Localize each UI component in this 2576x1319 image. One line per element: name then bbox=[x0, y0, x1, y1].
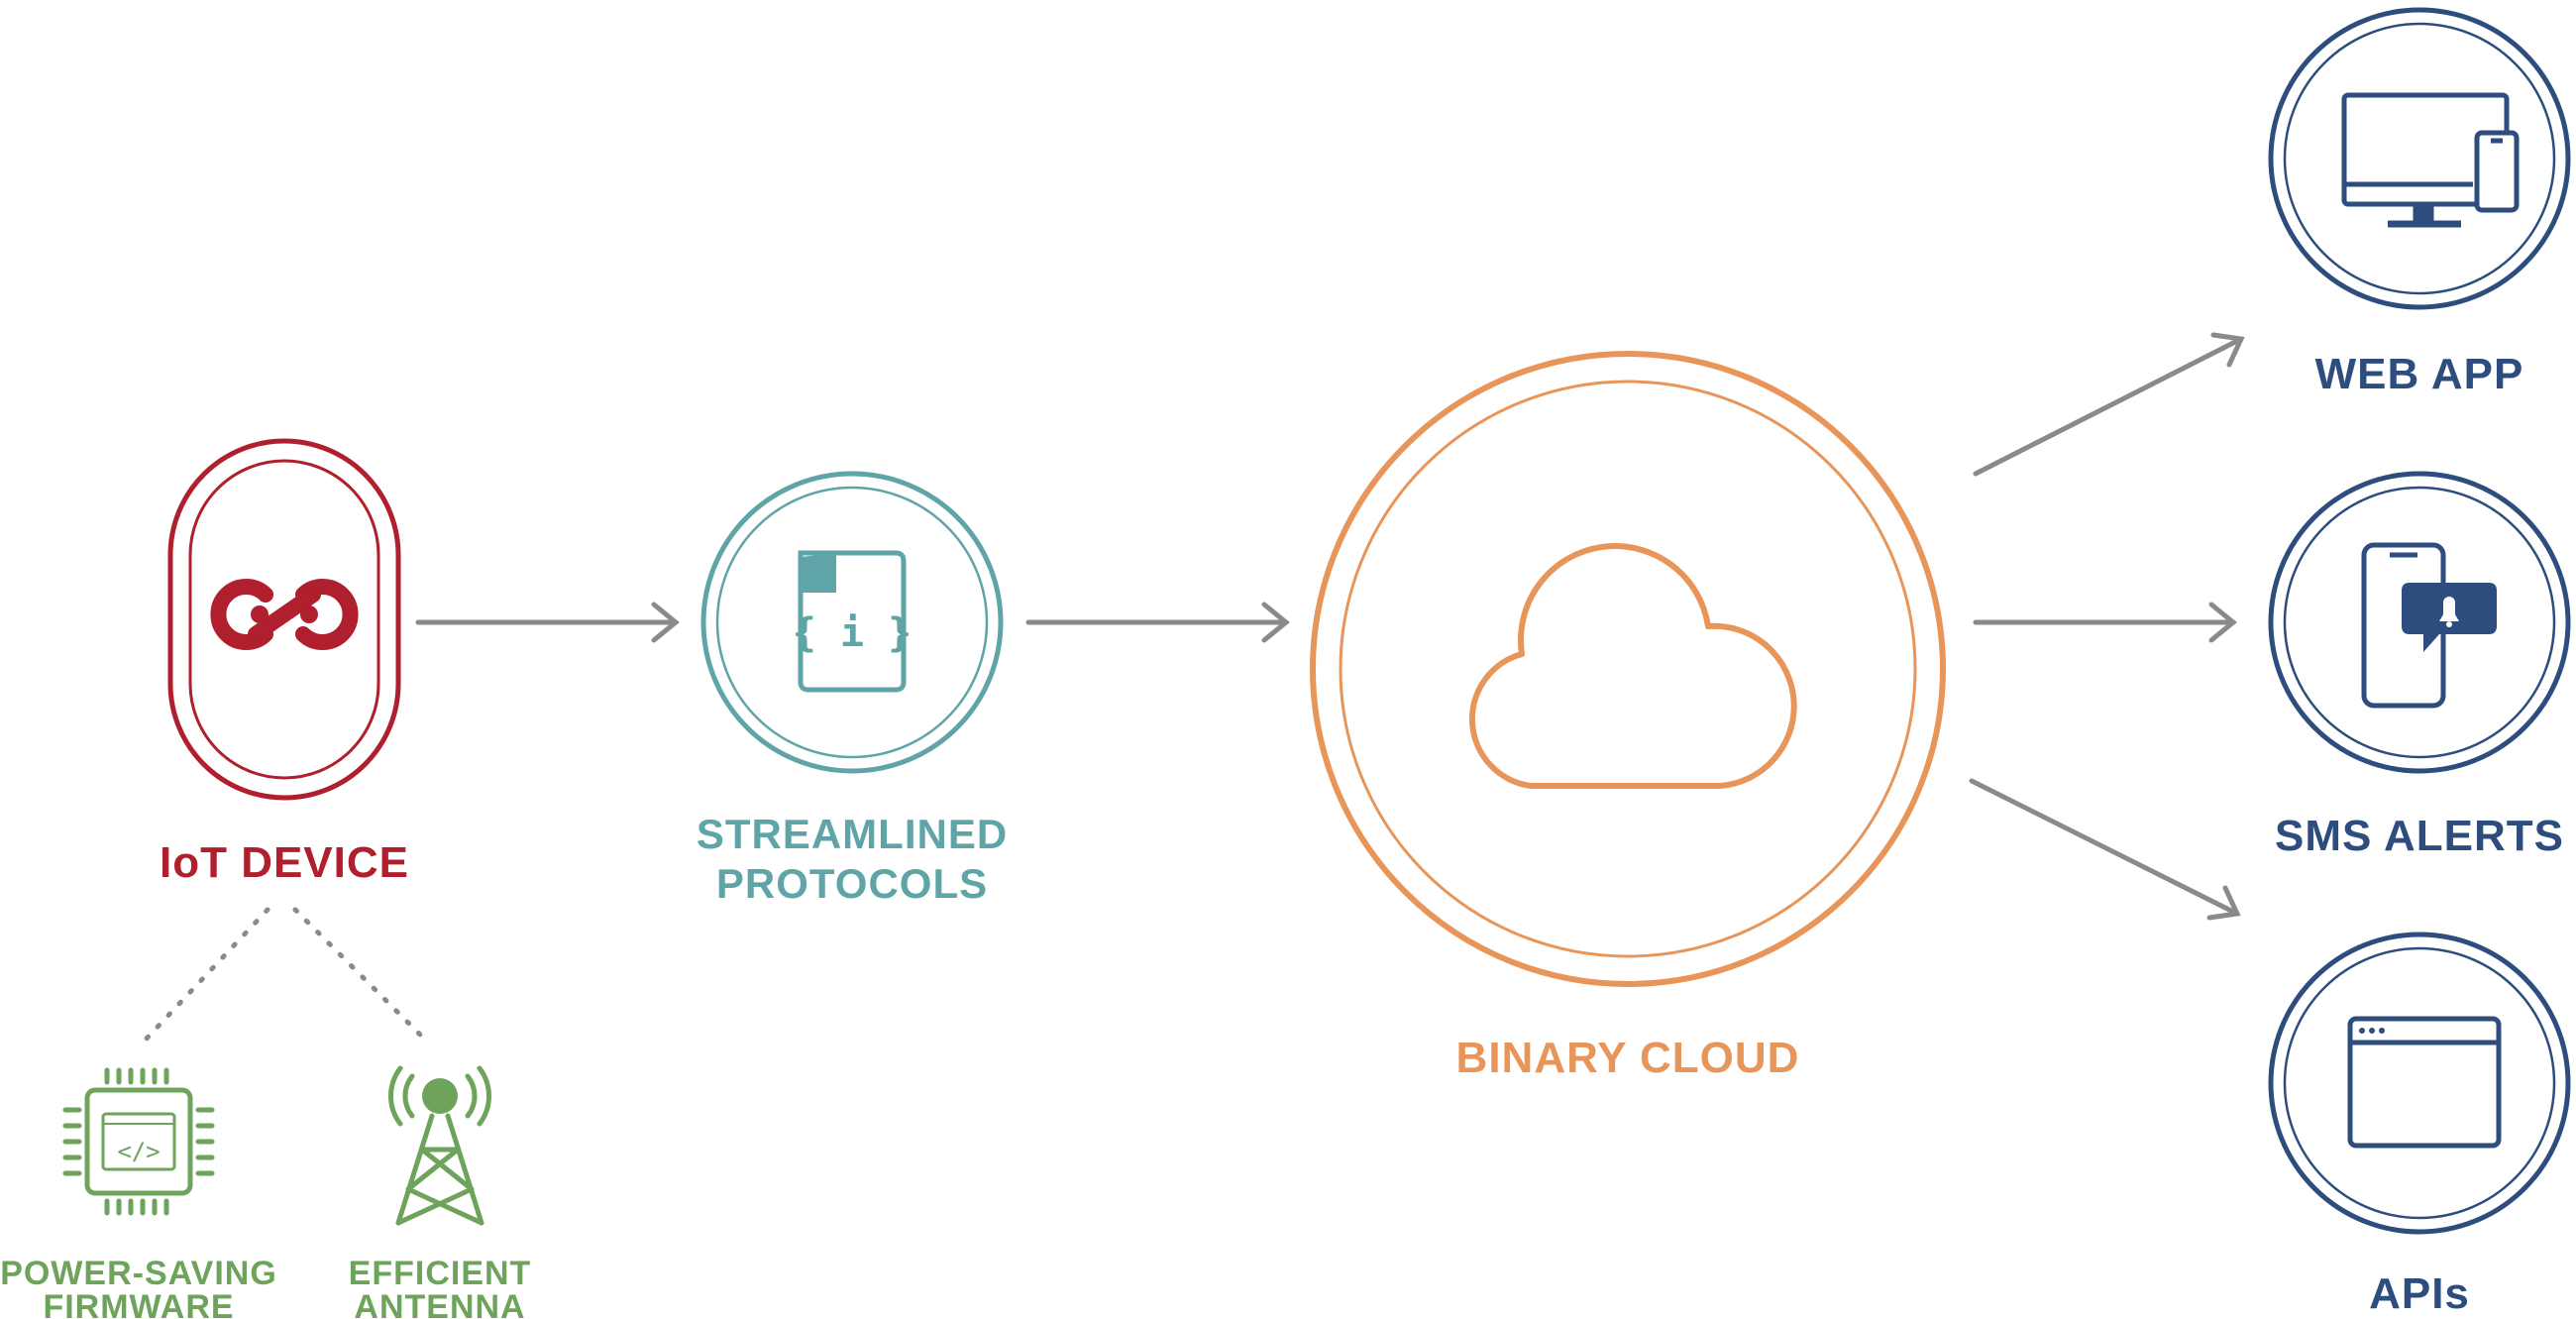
protocols-glyph: { i } bbox=[793, 610, 912, 656]
antenna-tower-icon bbox=[388, 1065, 491, 1226]
arrowhead-iot-to-protocols bbox=[651, 602, 680, 643]
protocols-node: { i } STREAMLINED PROTOCOLS bbox=[697, 471, 1008, 907]
web-app-inner-ring bbox=[2283, 22, 2556, 295]
phone-alert-icon bbox=[2361, 542, 2497, 709]
protocols-label-line2: PROTOCOLS bbox=[716, 860, 988, 907]
iot-device-label: IoT DEVICE bbox=[160, 838, 409, 887]
web-app-label: WEB APP bbox=[2315, 350, 2524, 398]
chip-code-icon: </> bbox=[62, 1067, 215, 1216]
firmware-sub-node: </> POWER-SAVING FIRMWARE bbox=[0, 1067, 277, 1319]
protocols-inner-ring bbox=[715, 486, 989, 759]
json-file-icon: { i } bbox=[793, 550, 912, 693]
browser-window-icon bbox=[2347, 1016, 2502, 1149]
sms-alerts-inner-ring bbox=[2283, 486, 2556, 759]
cloud-outer-ring bbox=[1310, 351, 1946, 987]
protocols-outer-ring bbox=[700, 471, 1004, 774]
connectors bbox=[415, 332, 2245, 921]
dotted-line-antenna bbox=[292, 907, 429, 1044]
firmware-label-line2: FIRMWARE bbox=[43, 1288, 234, 1319]
monitor-phone-icon bbox=[2341, 92, 2520, 228]
arrow-cloud-to-apis bbox=[1969, 778, 2240, 917]
bell-icon bbox=[2439, 597, 2459, 621]
arrow-cloud-to-webapp bbox=[1973, 336, 2244, 477]
web-app-node: WEB APP bbox=[2268, 7, 2571, 398]
sub-connectors bbox=[142, 907, 429, 1044]
firmware-code-glyph: </> bbox=[117, 1138, 160, 1165]
antenna-label-line2: ANTENNA bbox=[354, 1288, 525, 1319]
iot-device-inner-capsule bbox=[188, 459, 380, 780]
sms-alerts-node: SMS ALERTS bbox=[2268, 471, 2571, 860]
cloud-label: BINARY CLOUD bbox=[1456, 1034, 1800, 1082]
web-app-outer-ring bbox=[2268, 7, 2571, 310]
protocols-label-line1: STREAMLINED bbox=[697, 811, 1008, 857]
antenna-label-line1: EFFICIENT bbox=[349, 1255, 532, 1292]
infinity-link-icon bbox=[210, 579, 359, 650]
sms-alerts-outer-ring bbox=[2268, 471, 2571, 774]
arrowhead-cloud-to-sms bbox=[2208, 602, 2237, 643]
apis-label: APIs bbox=[2369, 1269, 2470, 1318]
apis-outer-ring bbox=[2268, 932, 2571, 1235]
apis-node: APIs bbox=[2268, 932, 2571, 1318]
iot-device-outer-capsule bbox=[167, 438, 401, 801]
arrowhead-cloud-to-apis bbox=[2206, 885, 2241, 921]
sms-alerts-label: SMS ALERTS bbox=[2275, 812, 2564, 860]
cloud-icon bbox=[1468, 542, 1797, 789]
iot-device-node: IoT DEVICE bbox=[160, 438, 409, 887]
cloud-node: BINARY CLOUD bbox=[1310, 351, 1946, 1082]
arrowhead-protocols-to-cloud bbox=[1261, 602, 1290, 643]
arrowhead-cloud-to-webapp bbox=[2210, 332, 2245, 368]
dotted-line-firmware bbox=[142, 907, 270, 1044]
antenna-sub-node: EFFICIENT ANTENNA bbox=[349, 1065, 532, 1319]
cloud-inner-ring bbox=[1339, 380, 1917, 958]
firmware-label-line1: POWER-SAVING bbox=[0, 1255, 277, 1292]
apis-inner-ring bbox=[2283, 946, 2556, 1220]
